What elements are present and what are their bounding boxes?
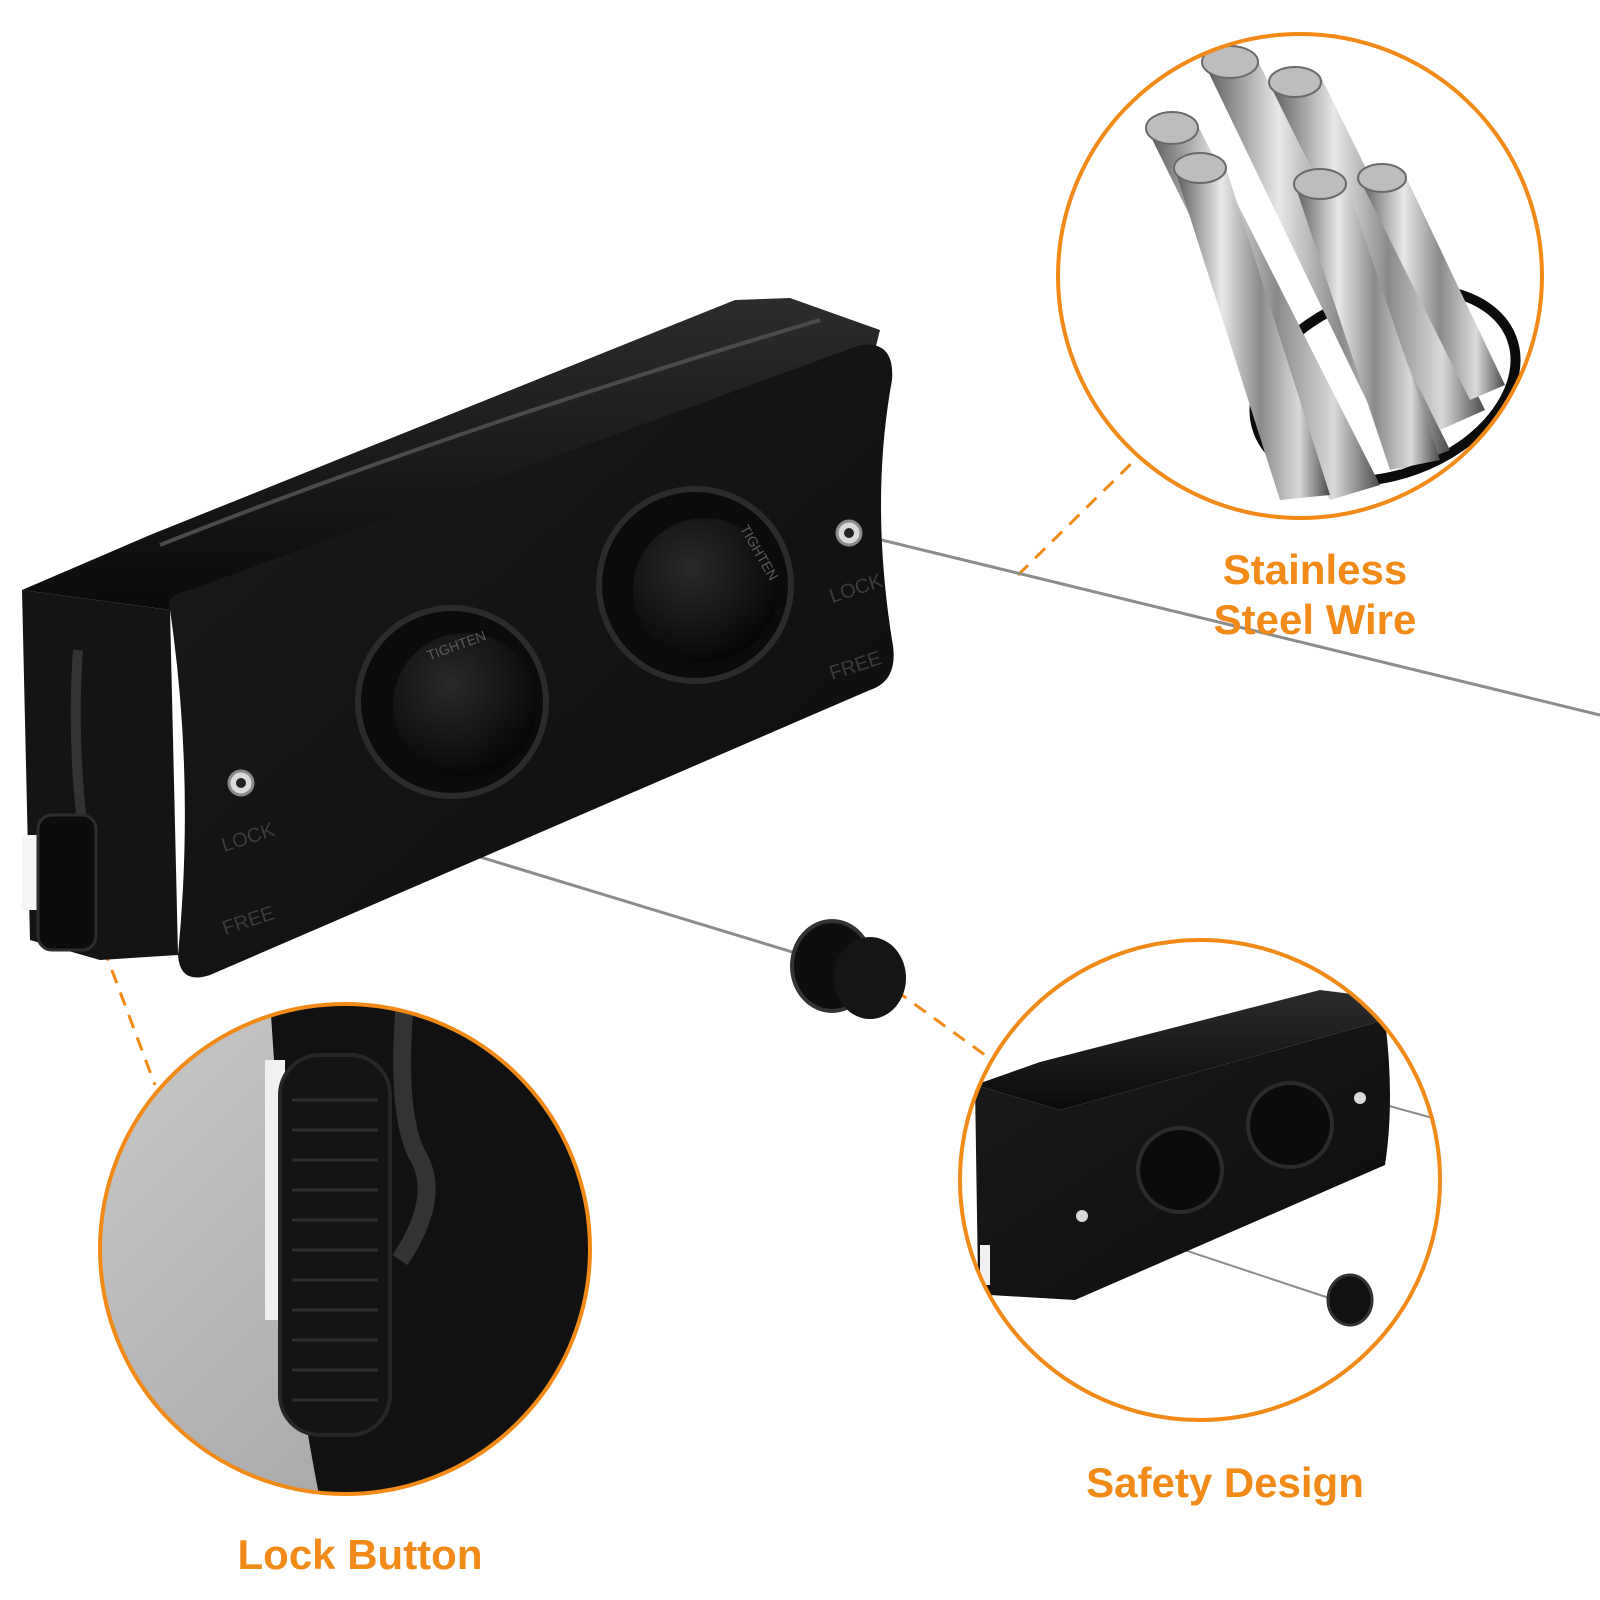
left-tension-knob[interactable]: TIGHTEN bbox=[355, 605, 549, 799]
strand-3 bbox=[1270, 75, 1485, 430]
wire-caption-line-2: Steel Wire bbox=[1213, 596, 1417, 643]
mini-end-cap bbox=[1326, 1273, 1374, 1327]
left-knob-face bbox=[393, 633, 537, 777]
left-eyelet-hole bbox=[236, 778, 246, 788]
mini-box-lock-strip bbox=[980, 1245, 990, 1285]
lock-inset-ridges bbox=[292, 1098, 378, 1402]
box-top-groove bbox=[159, 318, 821, 547]
wire-caption-line-1: Stainless bbox=[1222, 546, 1408, 593]
retractable-box: TIGHTEN TIGHTEN LOCK FREE LOCK FREE bbox=[22, 298, 894, 978]
strand-ends bbox=[1145, 45, 1407, 200]
wire-strands bbox=[1150, 55, 1505, 500]
safety-leader-line bbox=[894, 988, 986, 1057]
wire-leader-line bbox=[1016, 453, 1142, 577]
right-eyelet-hole bbox=[844, 528, 854, 538]
mini-right-knob bbox=[1246, 1081, 1334, 1169]
right-knob-face bbox=[633, 518, 777, 662]
lock-button-caption: Lock Button bbox=[237, 1531, 483, 1578]
strand-6 bbox=[1360, 175, 1505, 400]
strand-4 bbox=[1175, 165, 1330, 500]
safety-design-caption: Safety Design bbox=[1086, 1459, 1364, 1506]
safety-inset-border bbox=[958, 938, 1442, 1422]
mini-left-eyelet bbox=[1076, 1210, 1088, 1222]
lock-inset-box-edge bbox=[392, 1004, 436, 1265]
upper-wire bbox=[852, 531, 1600, 717]
mini-right-eyelet bbox=[1354, 1092, 1366, 1104]
mini-box-top bbox=[975, 990, 1385, 1110]
end-cap-face bbox=[834, 937, 906, 1019]
box-top-face bbox=[22, 298, 880, 610]
right-tension-knob[interactable]: TIGHTEN bbox=[596, 486, 794, 684]
inset-steel-wire bbox=[1056, 32, 1544, 520]
lock-inset-border bbox=[98, 1002, 592, 1496]
wire-end-cap[interactable] bbox=[790, 919, 906, 1019]
inset-safety-design bbox=[958, 938, 1442, 1422]
lock-button-slider bbox=[36, 813, 98, 952]
inset-lock-button bbox=[98, 1002, 592, 1496]
stainless-steel-wire-caption: Stainless Steel Wire bbox=[1195, 545, 1435, 645]
lock-inset-button bbox=[278, 1053, 392, 1437]
wire-inset-border bbox=[1056, 32, 1544, 520]
lock-button[interactable] bbox=[22, 813, 98, 952]
mini-left-knob bbox=[1136, 1126, 1224, 1214]
strand-5 bbox=[1295, 180, 1440, 470]
